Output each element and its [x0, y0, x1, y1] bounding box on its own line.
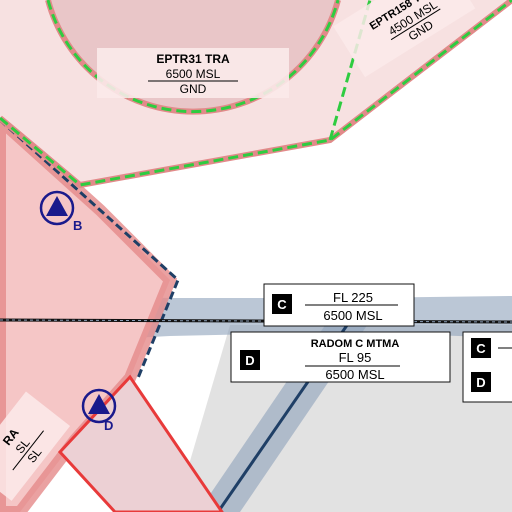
eptr31-boundary-dashed	[0, 0, 512, 187]
class-c-lower: 6500 MSL	[323, 308, 382, 323]
eptr31-label-bg	[97, 48, 289, 98]
right-badge-bottom	[471, 372, 491, 392]
partial-left-label-bg	[0, 391, 71, 501]
eptr158-label-bg	[333, 0, 476, 78]
waypoint-b-ring	[39, 190, 75, 226]
waypoint-b-triangle-icon	[46, 196, 68, 216]
class-c-upper: FL 225	[333, 290, 373, 305]
eptr158-label: EPTR158 T 4500 MSL GND	[333, 0, 476, 78]
eptr31-name: EPTR31 TRA	[156, 52, 230, 66]
radom-name: RADOM C MTMA	[311, 338, 400, 350]
radom-class-badge-letter: D	[245, 353, 254, 368]
class-c-airspace-label[interactable]: C FL 225 6500 MSL	[263, 283, 415, 327]
right-airspace-label[interactable]: C D	[462, 331, 512, 403]
airway-line-dashes	[0, 319, 512, 323]
waypoint-b-label: B	[73, 218, 82, 233]
eptr31-upper: 6500 MSL	[166, 67, 221, 81]
restricted-area-left-boundary	[0, 118, 180, 379]
radom-box-frame	[230, 331, 451, 383]
right-badge-top-letter: C	[476, 341, 486, 356]
partial-left-divider	[12, 430, 44, 471]
waypoint-d[interactable]: D	[81, 388, 117, 433]
radom-upper: FL 95	[339, 350, 372, 365]
radom-lower: 6500 MSL	[325, 367, 384, 382]
class-c-badge	[272, 294, 292, 314]
airway-line	[0, 318, 512, 324]
radom-c-mtma-label[interactable]: D RADOM C MTMA FL 95 6500 MSL	[230, 331, 451, 383]
partial-left-label: RA SL SL	[0, 391, 71, 501]
eptr31-circle-dashed	[46, 0, 340, 114]
waypoint-b[interactable]: B	[39, 190, 82, 233]
waypoint-d-label: D	[104, 418, 113, 433]
waypoint-d-triangle-icon	[88, 394, 110, 414]
waypoint-d-ring	[81, 388, 117, 424]
right-badge-bottom-letter: D	[476, 375, 485, 390]
eptr31-lower: GND	[180, 82, 207, 96]
class-c-badge-letter: C	[277, 297, 287, 312]
right-badge-top	[471, 338, 491, 358]
radom-class-badge	[240, 350, 260, 370]
eptr158-divider	[390, 8, 441, 41]
